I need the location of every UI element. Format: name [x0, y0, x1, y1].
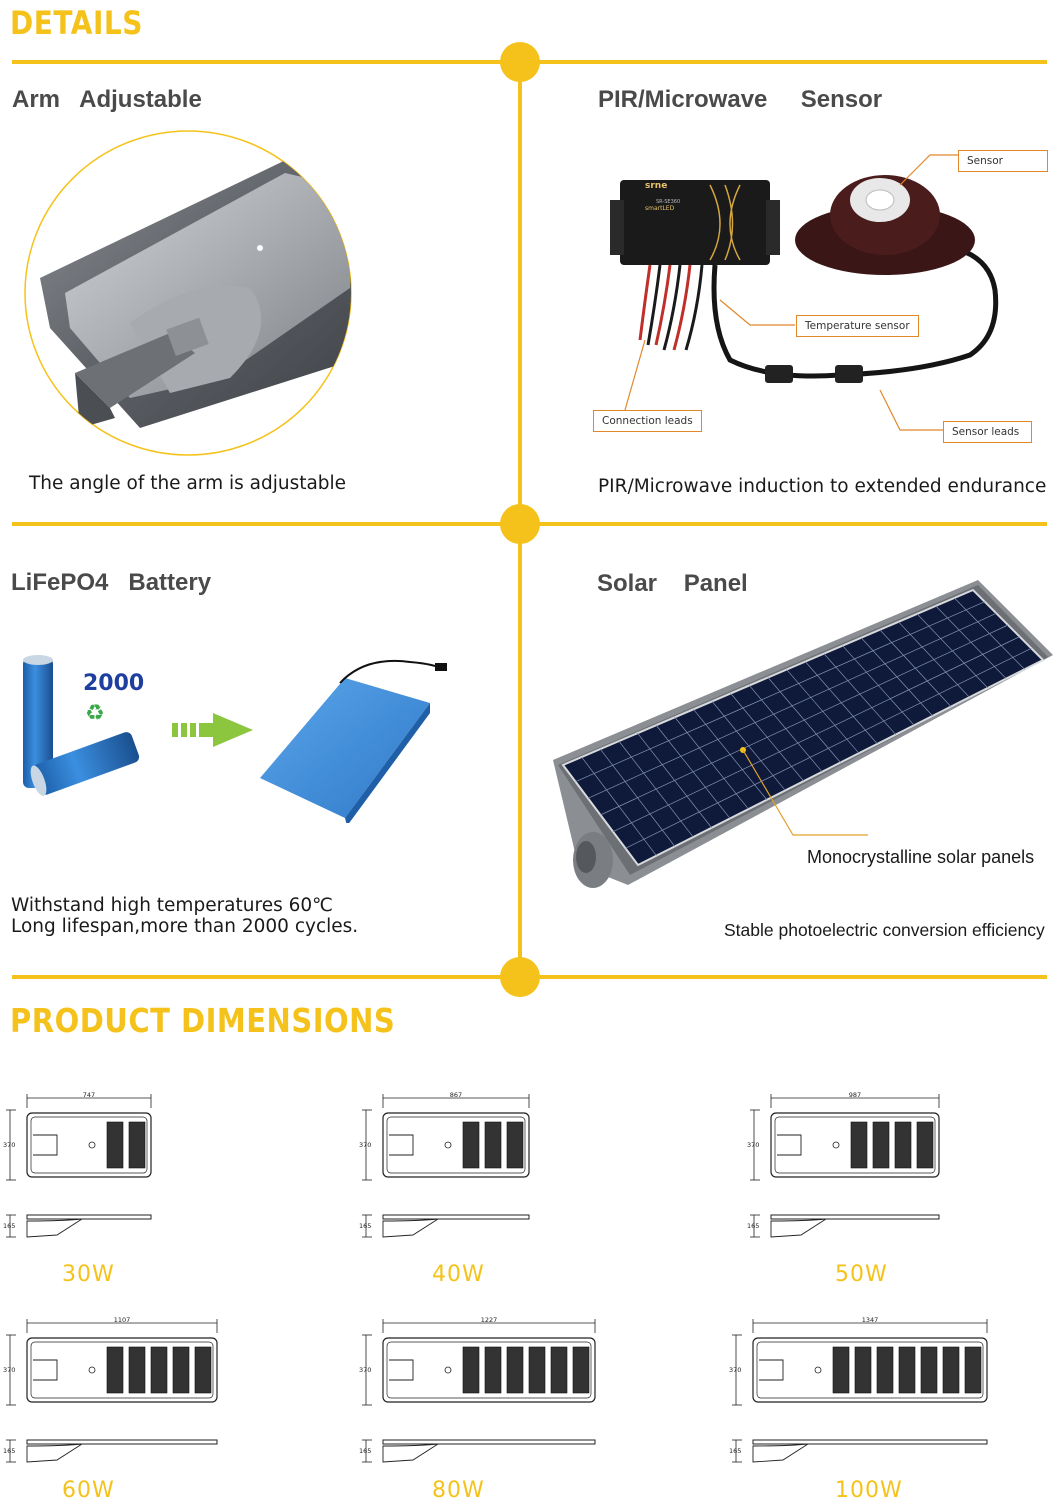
dimension-height: 370	[3, 1366, 15, 1374]
label-connection-leads: Connection leads	[593, 410, 702, 432]
label-sensor: Sensor	[958, 150, 1048, 172]
dimension-length: 987	[849, 1091, 861, 1099]
dimension-panel	[964, 1346, 982, 1394]
dimension-panel	[872, 1121, 890, 1169]
wattage-label: 80W	[432, 1478, 485, 1503]
dimension-drawing-80w: 1227 370 165	[358, 1315, 610, 1480]
details-heading: DETAILS	[10, 4, 143, 42]
dimension-panel	[916, 1121, 934, 1169]
dimension-panel	[106, 1346, 124, 1394]
battery-cycles-badge: 2000	[83, 671, 144, 696]
sensor-image: srne SR-SE360 smartLED	[610, 154, 999, 431]
dimension-panel	[572, 1346, 590, 1394]
dimension-panel	[850, 1121, 868, 1169]
dimension-side-height: 165	[359, 1447, 371, 1455]
arm-title: Arm Adjustable	[12, 86, 202, 113]
arm-image	[24, 130, 352, 456]
junction-dot-middle	[500, 504, 540, 544]
dimension-drawing-60w: 1107 370 165	[2, 1315, 232, 1480]
controller-brand: srne	[645, 181, 667, 191]
recycle-icon: ♻	[85, 701, 105, 726]
solar-title: Solar Panel	[597, 570, 748, 597]
arrow-right-icon	[172, 713, 253, 747]
wattage-label: 60W	[62, 1478, 115, 1503]
dimension-panel	[506, 1346, 524, 1394]
dimension-panel	[194, 1346, 212, 1394]
battery-caption-line2: Long lifespan,more than 2000 cycles.	[11, 916, 359, 937]
junction-dot-top	[500, 42, 540, 82]
dimension-panel	[942, 1346, 960, 1394]
dimension-panel	[920, 1346, 938, 1394]
battery-caption-line1: Withstand high temperatures 60℃	[11, 895, 333, 916]
label-sensor-leads: Sensor leads	[943, 421, 1032, 443]
dimension-panel	[832, 1346, 850, 1394]
dimension-panel	[172, 1346, 190, 1394]
wattage-label: 30W	[62, 1262, 115, 1287]
dimension-height: 370	[3, 1141, 15, 1149]
dimension-height: 370	[359, 1366, 371, 1374]
dimension-panel	[462, 1346, 480, 1394]
dimension-length: 867	[450, 1091, 462, 1099]
dimension-side-height: 165	[3, 1447, 15, 1455]
battery-caption: Withstand high temperatures 60℃ Long lif…	[11, 895, 358, 937]
wattage-label: 100W	[835, 1478, 903, 1503]
dimension-drawing-30w: 747 370 165	[2, 1090, 166, 1255]
dimension-drawing-50w: 987 370 165	[746, 1090, 954, 1255]
dimension-panel	[150, 1346, 168, 1394]
dimension-height: 370	[729, 1366, 741, 1374]
dimension-panel	[854, 1346, 872, 1394]
dimension-length: 747	[83, 1091, 95, 1099]
solar-callout: Monocrystalline solar panels	[807, 847, 1035, 867]
label-temperature-sensor: Temperature sensor	[796, 315, 919, 337]
battery-image: 2000 ♻	[23, 655, 447, 823]
dimension-panel	[128, 1121, 146, 1169]
dimension-drawing-40w: 867 370 165	[358, 1090, 544, 1255]
dimension-panel	[550, 1346, 568, 1394]
dimensions-heading: PRODUCT DIMENSIONS	[10, 1001, 396, 1041]
dimension-panel	[484, 1346, 502, 1394]
dimension-side-height: 165	[3, 1222, 15, 1230]
battery-title: LiFePO4 Battery	[11, 569, 212, 596]
dimension-panel	[528, 1346, 546, 1394]
solar-image	[553, 580, 1053, 888]
arm-caption: The angle of the arm is adjustable	[29, 473, 347, 494]
dimension-panel	[462, 1121, 480, 1169]
sensor-title: PIR/Microwave Sensor	[598, 86, 883, 113]
dimension-panel	[894, 1121, 912, 1169]
dimension-panel	[876, 1346, 894, 1394]
controller-model: SR-SE360	[656, 199, 680, 205]
junction-dot-bottom	[500, 957, 540, 997]
dimension-length: 1227	[481, 1316, 498, 1324]
dimension-drawing-100w: 1347 370 165	[728, 1315, 1002, 1480]
solar-caption: Stable photoelectric conversion efficien…	[724, 920, 1045, 940]
dimension-length: 1107	[114, 1316, 131, 1324]
dimension-length: 1347	[862, 1316, 879, 1324]
dimension-side-height: 165	[729, 1447, 741, 1455]
dimension-panel	[898, 1346, 916, 1394]
dimension-panel	[506, 1121, 524, 1169]
dimension-panel	[484, 1121, 502, 1169]
wattage-label: 40W	[432, 1262, 485, 1287]
dimension-height: 370	[359, 1141, 371, 1149]
sensor-caption: PIR/Microwave induction to extended endu…	[598, 476, 1047, 497]
dimension-side-height: 165	[747, 1222, 759, 1230]
wattage-label: 50W	[835, 1262, 888, 1287]
controller-smartled: smartLED	[645, 205, 675, 212]
dimension-height: 370	[747, 1141, 759, 1149]
dimension-panel	[106, 1121, 124, 1169]
dimension-side-height: 165	[359, 1222, 371, 1230]
dimension-panel	[128, 1346, 146, 1394]
solar-panel-cells	[561, 588, 1045, 867]
